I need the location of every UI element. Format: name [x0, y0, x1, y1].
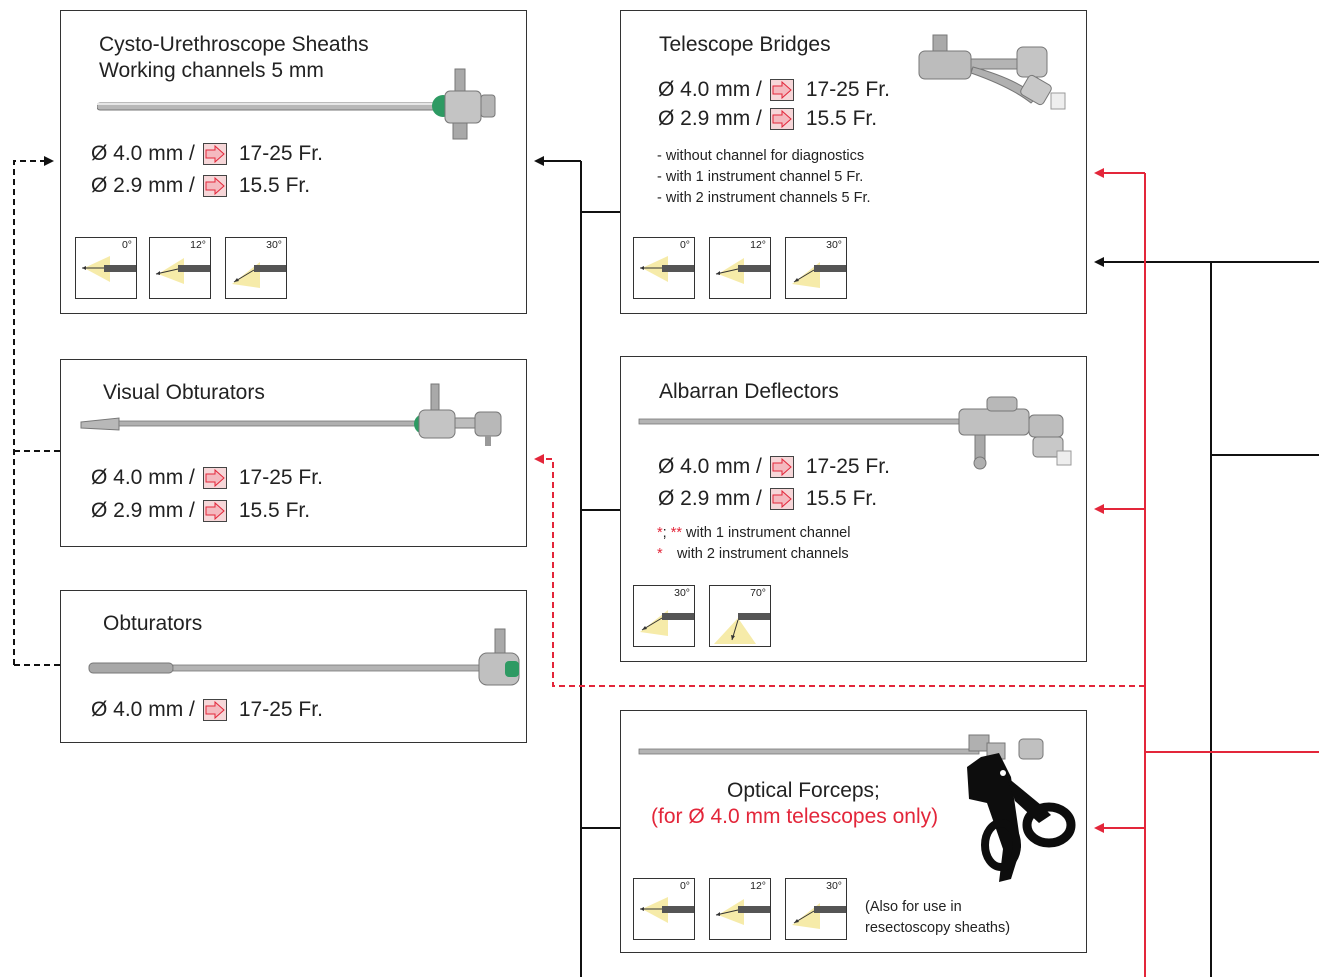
arrow-right-icon [202, 500, 227, 522]
box-optical-forceps: Optical Forceps; (for Ø 4.0 mm telescope… [620, 710, 1087, 953]
spec-row: Ø 2.9 mm / 15.5 Fr. [658, 486, 877, 512]
spec-size: 15.5 Fr. [238, 174, 311, 197]
box-subtitle: (for Ø 4.0 mm telescopes only) [651, 805, 939, 828]
box-albarran-deflectors: Albarran Deflectors Ø 4.0 mm / 17-25 Fr.… [620, 356, 1087, 662]
box-title: Albarran Deflectors [659, 380, 839, 403]
spec-diameter: Ø 4.0 mm / [91, 142, 195, 165]
angle-thumbnail: 30° [785, 237, 847, 299]
arrow-right-icon [769, 108, 794, 130]
note-line-1: *; ** with 1 instrument channel [657, 524, 850, 542]
spec-size: 17-25 Fr. [805, 455, 890, 478]
note-line: (Also for use in [865, 899, 962, 915]
spec-row: Ø 4.0 mm / 17-25 Fr. [91, 697, 323, 723]
spec-row: Ø 4.0 mm / 17-25 Fr. [658, 454, 890, 480]
angle-label: 70° [750, 587, 766, 599]
spec-diameter: Ø 4.0 mm / [91, 698, 195, 721]
angle-label: 30° [826, 880, 842, 892]
angle-label: 30° [266, 239, 282, 251]
angle-thumbnail: 0° [633, 878, 695, 940]
obturator-image [88, 628, 520, 686]
spec-size: 17-25 Fr. [238, 142, 323, 165]
note-text: with 2 instrument channels [677, 546, 849, 562]
note-line: - with 2 instrument channels 5 Fr. [657, 190, 871, 206]
spec-size: 17-25 Fr. [805, 78, 890, 101]
spec-row: Ø 4.0 mm / 17-25 Fr. [91, 141, 323, 167]
box-title-line1: Cysto-Urethroscope Sheaths [99, 33, 369, 56]
spec-row: Ø 2.9 mm / 15.5 Fr. [91, 173, 310, 199]
arrow-right-icon [202, 699, 227, 721]
box-title: Visual Obturators [103, 381, 265, 404]
angle-label: 12° [190, 239, 206, 251]
angle-label: 0° [679, 239, 690, 251]
note-line: - without channel for diagnostics [657, 148, 865, 164]
angle-label: 30° [674, 587, 690, 599]
angle-label: 12° [750, 239, 766, 251]
asterisk-mark: * [657, 525, 663, 541]
note-line: resectoscopy sheaths) [865, 920, 1011, 936]
angle-thumbnail: 0° [75, 237, 137, 299]
angle-label: 0° [121, 239, 132, 251]
box-title-line2: Working channels 5 mm [99, 59, 324, 82]
box-telescope-bridges: Telescope Bridges Ø 4.0 mm / 17-25 Fr. Ø… [620, 10, 1087, 314]
spec-size: 17-25 Fr. [238, 698, 323, 721]
angle-thumbnail: 12° [709, 237, 771, 299]
spec-diameter: Ø 4.0 mm / [91, 466, 195, 489]
spec-diameter: Ø 2.9 mm / [91, 499, 195, 522]
arrow-right-icon [769, 79, 794, 101]
note-text: with 1 instrument channel [682, 525, 851, 541]
box-title: Telescope Bridges [659, 33, 831, 56]
spec-diameter: Ø 2.9 mm / [658, 107, 762, 130]
angle-thumbnail: 0° [633, 237, 695, 299]
angle-thumbnail: 30° [633, 585, 695, 647]
double-asterisk-mark: ** [670, 525, 683, 541]
telescope-bridge-image [918, 34, 1066, 110]
spec-diameter: Ø 2.9 mm / [658, 487, 762, 510]
spec-size: 15.5 Fr. [805, 107, 878, 130]
spec-row: Ø 2.9 mm / 15.5 Fr. [658, 106, 877, 132]
spec-size: 15.5 Fr. [805, 487, 878, 510]
box-title: Obturators [103, 612, 203, 635]
spec-diameter: Ø 4.0 mm / [658, 78, 762, 101]
box-obturators: Obturators Ø 4.0 mm / 17-25 Fr. [60, 590, 527, 743]
spec-row: Ø 2.9 mm / 15.5 Fr. [91, 498, 310, 524]
optical-forceps-image [638, 734, 1076, 882]
visual-obturator-image [80, 383, 502, 446]
angle-thumbnail: 30° [225, 237, 287, 299]
box-visual-obturators: Visual Obturators Ø 4.0 mm / 17-25 Fr. Ø… [60, 359, 527, 547]
spec-size: 15.5 Fr. [238, 499, 311, 522]
spec-diameter: Ø 2.9 mm / [91, 174, 195, 197]
angle-thumbnail: 70° [709, 585, 771, 647]
arrow-right-icon [202, 467, 227, 489]
sheath-instrument-image [97, 68, 496, 140]
angle-label: 0° [679, 880, 690, 892]
angle-thumbnail: 12° [709, 878, 771, 940]
arrow-right-icon [769, 456, 794, 478]
spec-row: Ø 4.0 mm / 17-25 Fr. [658, 77, 890, 103]
spec-row: Ø 4.0 mm / 17-25 Fr. [91, 465, 323, 491]
mark-separator: ; [662, 525, 671, 541]
note-line-2: * with 2 instrument channels [657, 545, 849, 563]
arrow-right-icon [202, 175, 227, 197]
asterisk-mark: * [657, 546, 663, 562]
angle-thumbnail: 30° [785, 878, 847, 940]
arrow-right-icon [769, 488, 794, 510]
box-cysto-urethroscope-sheaths: Cysto-Urethroscope Sheaths Working chann… [60, 10, 527, 314]
spec-diameter: Ø 4.0 mm / [658, 455, 762, 478]
note-line: - with 1 instrument channel 5 Fr. [657, 169, 864, 185]
angle-label: 30° [826, 239, 842, 251]
box-title: Optical Forceps; [727, 779, 880, 802]
angle-label: 12° [750, 880, 766, 892]
arrow-right-icon [202, 143, 227, 165]
spec-size: 17-25 Fr. [238, 466, 323, 489]
albarran-deflector-image [638, 396, 1072, 470]
angle-thumbnail: 12° [149, 237, 211, 299]
